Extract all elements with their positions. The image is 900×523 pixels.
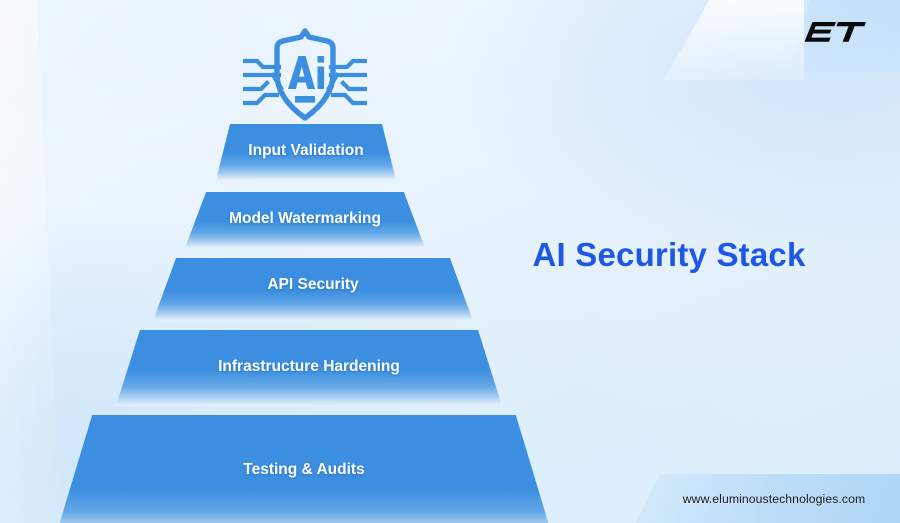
pyramid-layer-label: Input Validation [248, 142, 364, 159]
pyramid-layer-label: Model Watermarking [229, 210, 381, 227]
pyramid-layer-infrastructure-hardening[interactable]: Infrastructure Hardening [116, 330, 502, 406]
pyramid-layer-label: Infrastructure Hardening [218, 358, 400, 375]
pyramid-layer-model-watermarking[interactable]: Model Watermarking [185, 192, 425, 248]
pyramid-layer-label: Testing & Audits [243, 461, 365, 478]
pyramid-layer-testing-audits[interactable]: Testing & Audits [56, 415, 552, 523]
pyramid-layer-api-security[interactable]: API Security [153, 258, 473, 321]
security-stack-pyramid: Input Validation Model Watermarking API … [56, 124, 552, 523]
page-title: AI Security Stack [532, 236, 806, 273]
website-url[interactable]: www.eluminoustechnologies.com [682, 491, 866, 506]
et-logo [800, 16, 868, 48]
footer-band [636, 474, 900, 523]
ai-shield-circuit-icon [243, 26, 367, 124]
pyramid-layer-label: API Security [267, 276, 359, 293]
pyramid-layer-input-validation[interactable]: Input Validation [216, 124, 396, 180]
top-right-diagonal-highlight [664, 0, 804, 80]
